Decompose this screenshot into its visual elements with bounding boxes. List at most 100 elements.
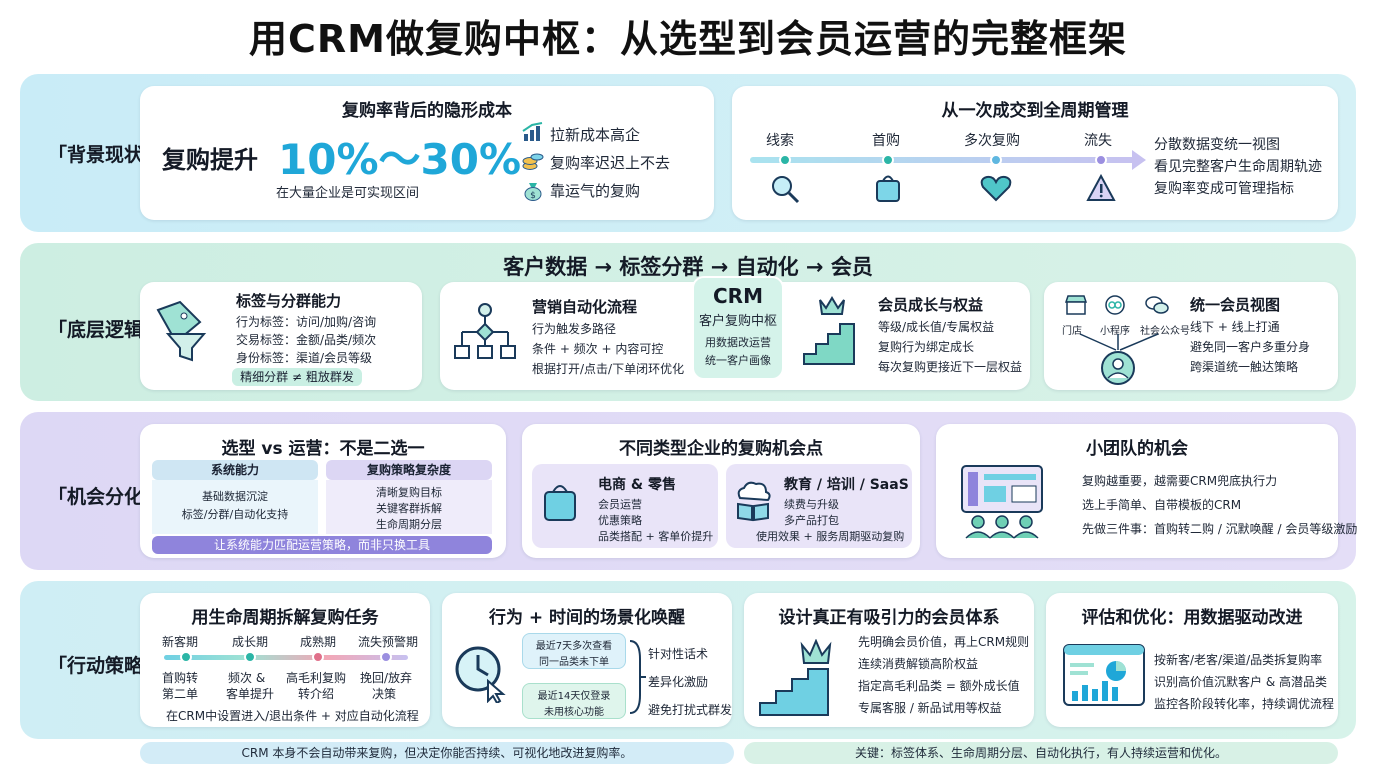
membership-line: 每次复购更接近下一层权益 <box>878 360 1023 374</box>
lifecycle-task: 决策 <box>372 687 397 701</box>
card-hidden-cost: 复购率背后的隐形成本 复购提升 10%～30% 在大量企业是可实现区间 拉新成本… <box>140 86 714 220</box>
stage-dot <box>180 651 192 663</box>
card-title: 小团队的机会 <box>1086 439 1188 459</box>
point-item: 复购率迟迟上不去 <box>550 154 671 172</box>
card-title: 选型 vs 运营：不是二选一 <box>221 439 425 459</box>
row-label-background: 「背景现状」 <box>48 144 163 166</box>
point-item: 拉新成本高企 <box>550 126 641 144</box>
member-line: 指定高毛利品类 = 额外成长值 <box>858 679 1020 693</box>
converge-arrows-icon <box>1079 333 1159 351</box>
cloud-book-icon <box>737 481 771 522</box>
choice-left-head: 系统能力 <box>152 460 318 480</box>
stage-dot <box>1095 154 1107 166</box>
row-label-action: 「行动策略」 <box>48 655 163 677</box>
tagging-badge: 精细分群 ≠ 粗放群发 <box>232 368 362 386</box>
shopping-bag-icon <box>876 175 900 202</box>
card-tagging: 标签与分群能力 行为标签：访问/加购/咨询 交易标签：金额/品类/频次 身份标签… <box>140 282 422 390</box>
scene-tag: 针对性话术 <box>648 647 709 661</box>
card-automation-crm-member: 营销自动化流程 行为触发多路径 条件 + 频次 + 内容可控 根据打开/点击/下… <box>440 276 1030 390</box>
row-label-opportunity: 「机会分化」 <box>48 486 163 508</box>
crm-line: 统一客户画像 <box>705 354 771 367</box>
stage-dot <box>312 651 324 663</box>
band-opportunity: 「机会分化」 选型 vs 运营：不是二选一 系统能力 复购策略复杂度 基础数据沉… <box>20 412 1357 570</box>
type-line: 会员运营 <box>598 498 642 511</box>
crm-line: 用数据改运营 <box>705 336 771 349</box>
crown-stairs-icon <box>759 639 832 716</box>
lifecycle-task: 客单提升 <box>226 687 275 701</box>
stage-label: 首购 <box>872 133 900 149</box>
card-unified-view: 门店 小程序 社会公众号 统一会员视图 线下 + 线上打通 避免同一客户多重分身… <box>1044 282 1338 390</box>
tagging-line: 行为标签：访问/加购/咨询 <box>236 315 377 329</box>
flowchart-icon <box>454 303 516 359</box>
page-title: 用CRM做复购中枢：从选型到会员运营的完整框架 <box>249 17 1127 61</box>
lifecycle-task: 转介绍 <box>298 687 335 701</box>
band-logic: 客户数据 → 标签分群 → 自动化 → 会员 「底层逻辑」 标签与分群能力 行为… <box>20 243 1356 401</box>
type-education: 教育 / 培训 / SaaS 续费与升级 多产品打包 使用效果 + 服务周期驱动… <box>726 464 912 548</box>
scene-bubble: 最近14天仅登录 未用核心功能 <box>522 683 626 719</box>
lifecycle-stage: 成长期 <box>232 635 269 649</box>
warning-icon <box>1086 174 1116 201</box>
type-title: 教育 / 培训 / SaaS <box>784 477 909 493</box>
range-note: 在大量企业是可实现区间 <box>276 186 420 201</box>
choice-right-body <box>326 480 492 534</box>
unified-line: 线下 + 线上打通 <box>1190 320 1280 334</box>
mini-program-icon <box>1105 295 1125 315</box>
lifecycle-task: 频次 & <box>228 671 266 685</box>
store-icon <box>1064 295 1088 315</box>
choice-right-line: 关键客群拆解 <box>376 502 442 515</box>
type-line: 多产品打包 <box>784 514 839 527</box>
automation-line: 条件 + 频次 + 内容可控 <box>532 342 664 356</box>
channel-label: 门店 <box>1062 326 1082 337</box>
membership-line: 等级/成长值/专属权益 <box>878 320 995 334</box>
bubble-line: 同一品类未下单 <box>539 657 609 668</box>
crm-subtitle: 客户复购中枢 <box>698 314 777 329</box>
card-lifecycle-overview: 从一次成交到全周期管理 线索 首购 多次复购 流失 分散数据变统一视图 看见完整… <box>732 86 1338 220</box>
footer-left: CRM 本身不会自动带来复购，但决定你能否持续、可视化地改进复购率。 <box>140 742 734 764</box>
card-title: 营销自动化流程 <box>532 298 638 316</box>
stage-dot <box>779 154 791 166</box>
type-line: 优惠策略 <box>598 514 642 527</box>
lifecycle-point: 复购率变成可管理指标 <box>1154 181 1294 197</box>
membership-line: 复购行为绑定成长 <box>878 340 975 354</box>
lifecycle-stage: 流失预警期 <box>358 635 419 649</box>
timeline-track <box>750 157 1138 163</box>
card-title: 用生命周期拆解复购任务 <box>191 608 379 628</box>
card-choice: 选型 vs 运营：不是二选一 系统能力 复购策略复杂度 基础数据沉淀 标签/分群… <box>140 424 506 558</box>
small-team-line: 复购越重要，越需要CRM兜底执行力 <box>1082 474 1278 488</box>
unified-line: 避免同一客户多重分身 <box>1190 340 1311 354</box>
crm-title: CRM <box>713 284 763 308</box>
stage-dot <box>990 154 1002 166</box>
lifecycle-track <box>164 655 408 660</box>
heart-icon <box>980 175 1012 202</box>
type-title: 电商 & 零售 <box>598 477 676 493</box>
card-member-system: 设计真正有吸引力的会员体系 先明确会员价值，再上CRM规则 连续消费解锁高阶权益… <box>744 593 1034 727</box>
choice-left-line: 基础数据沉淀 <box>202 490 268 503</box>
channel-label: 小程序 <box>1100 326 1130 337</box>
card-lifecycle-tasks: 用生命周期拆解复购任务 新客期 成长期 成熟期 流失预警期 首购转 第二单 频次… <box>140 593 430 727</box>
automation-line: 根据打开/点击/下单闭环优化 <box>532 362 685 376</box>
bubble-line: 最近14天仅登录 <box>537 691 611 702</box>
range-value: 10%～30% <box>278 135 522 184</box>
lifecycle-point: 看见完整客户生命周期轨迹 <box>1154 159 1322 175</box>
team-dashboard-icon <box>961 465 1043 539</box>
type-ecommerce: 电商 & 零售 会员运营 优惠策略 品类搭配 + 客单价提升 <box>532 464 718 548</box>
money-bag-icon: $ <box>524 183 542 201</box>
member-line: 连续消费解锁高阶权益 <box>858 657 979 671</box>
bubble-line: 未用核心功能 <box>544 707 604 718</box>
card-title: 统一会员视图 <box>1190 296 1281 314</box>
arrow-right-icon <box>1132 150 1146 170</box>
lifecycle-point: 分散数据变统一视图 <box>1154 137 1280 153</box>
crown-stairs-icon <box>803 296 855 365</box>
card-title: 设计真正有吸引力的会员体系 <box>778 608 1000 628</box>
tagging-line: 交易标签：金额/品类/频次 <box>236 333 377 347</box>
choice-right-head: 复购策略复杂度 <box>326 460 492 480</box>
search-icon <box>772 176 800 204</box>
tag-funnel-icon <box>156 300 207 362</box>
point-item: 靠运气的复购 <box>550 182 641 200</box>
chart-up-icon <box>522 122 543 141</box>
lifecycle-task: 高毛利复购 <box>286 671 347 685</box>
shopping-bag-icon <box>544 485 576 521</box>
row-label-logic: 「底层逻辑」 <box>48 319 163 341</box>
lifecycle-task: 首购转 <box>162 671 199 685</box>
bracket-icon <box>629 640 646 714</box>
